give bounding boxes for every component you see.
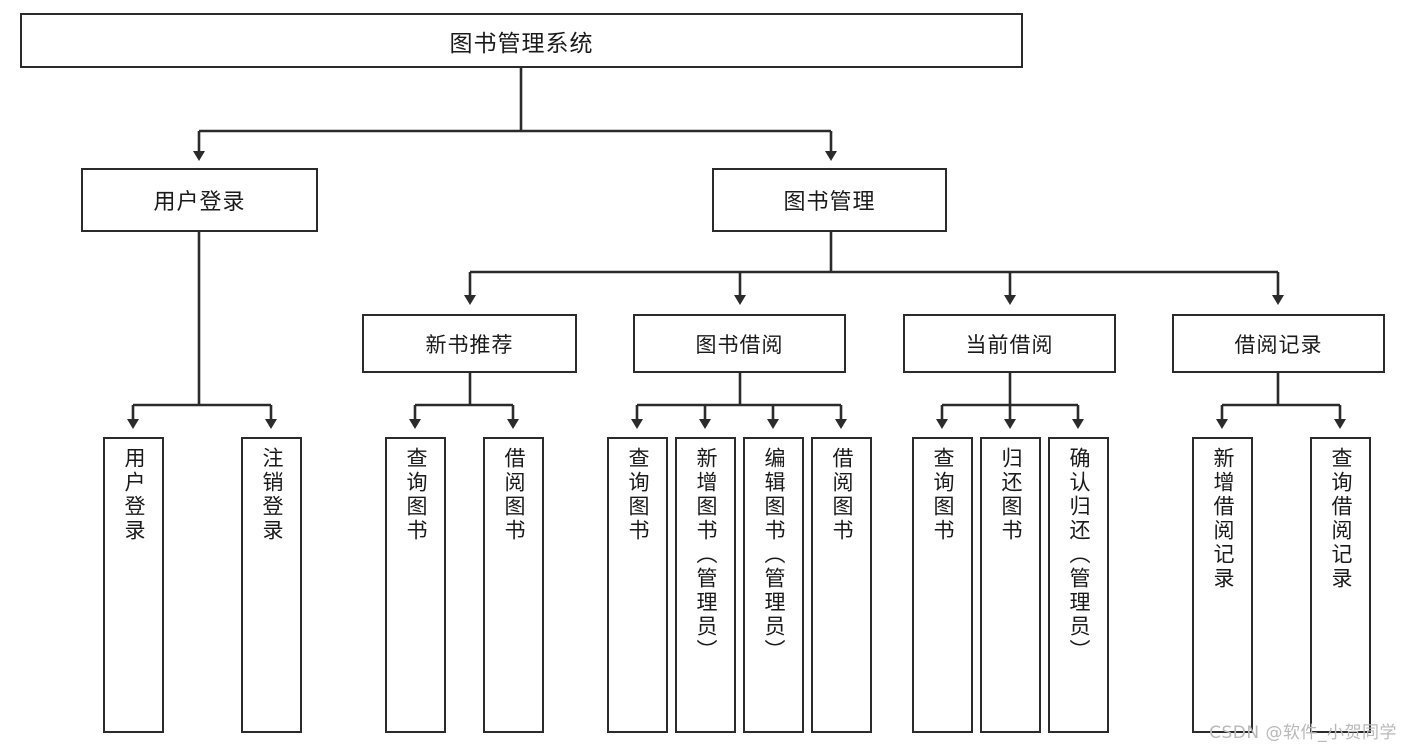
leaf-current-borrow-confirm-return-admin[interactable]: 确认归还（管理员） xyxy=(1048,437,1109,733)
leaf-user-login-logout[interactable]: 注销登录 xyxy=(241,437,302,733)
node-label: 图书管理 xyxy=(783,190,876,215)
leaf-current-borrow-return-book[interactable]: 归还图书 xyxy=(980,437,1041,733)
node-label: 图书管理系统 xyxy=(449,30,594,57)
node-label: 查询图书 xyxy=(626,447,650,543)
node-user-login[interactable]: 用户登录 xyxy=(81,168,318,232)
leaf-book-borrow-add-book-admin[interactable]: 新增图书（管理员） xyxy=(675,437,736,733)
leaf-book-borrow-borrow-book[interactable]: 借阅图书 xyxy=(811,437,872,733)
leaf-user-login-login[interactable]: 用户登录 xyxy=(103,437,164,733)
node-label: 借阅图书 xyxy=(830,447,854,543)
node-label: 当前借阅 xyxy=(965,332,1054,357)
node-book-borrow[interactable]: 图书借阅 xyxy=(633,314,846,373)
leaf-borrow-record-add-record[interactable]: 新增借阅记录 xyxy=(1192,437,1253,733)
node-new-book-recommend[interactable]: 新书推荐 xyxy=(362,314,577,373)
node-label: 新增借阅记录 xyxy=(1211,447,1235,591)
leaf-book-borrow-query-book[interactable]: 查询图书 xyxy=(607,437,668,733)
node-label: 注销登录 xyxy=(260,447,284,543)
node-current-borrow[interactable]: 当前借阅 xyxy=(903,314,1116,373)
node-label: 查询图书 xyxy=(404,447,428,543)
leaf-new-book-query-book[interactable]: 查询图书 xyxy=(385,437,446,733)
node-book-management[interactable]: 图书管理 xyxy=(712,168,947,232)
node-label: 归还图书 xyxy=(999,447,1023,543)
node-label: 查询图书 xyxy=(931,447,955,543)
node-label: 用户登录 xyxy=(122,447,146,543)
node-label: 新增图书（管理员） xyxy=(694,447,718,663)
csdn-watermark: CSDN @软件_小贺同学 xyxy=(1209,723,1397,743)
node-label: 图书借阅 xyxy=(695,332,784,357)
node-root-book-management-system[interactable]: 图书管理系统 xyxy=(20,13,1023,68)
node-label: 确认归还（管理员） xyxy=(1067,447,1091,663)
leaf-borrow-record-query-record[interactable]: 查询借阅记录 xyxy=(1310,437,1371,733)
node-label: 用户登录 xyxy=(153,190,246,215)
leaf-new-book-borrow-book[interactable]: 借阅图书 xyxy=(483,437,544,733)
node-label: 查询借阅记录 xyxy=(1329,447,1353,591)
node-label: 编辑图书（管理员） xyxy=(762,447,786,663)
leaf-current-borrow-query-book[interactable]: 查询图书 xyxy=(912,437,973,733)
leaf-book-borrow-edit-book-admin[interactable]: 编辑图书（管理员） xyxy=(743,437,804,733)
node-label: 借阅记录 xyxy=(1234,332,1323,357)
node-label: 新书推荐 xyxy=(425,332,514,357)
node-label: 借阅图书 xyxy=(502,447,526,543)
node-borrow-record[interactable]: 借阅记录 xyxy=(1172,314,1385,373)
